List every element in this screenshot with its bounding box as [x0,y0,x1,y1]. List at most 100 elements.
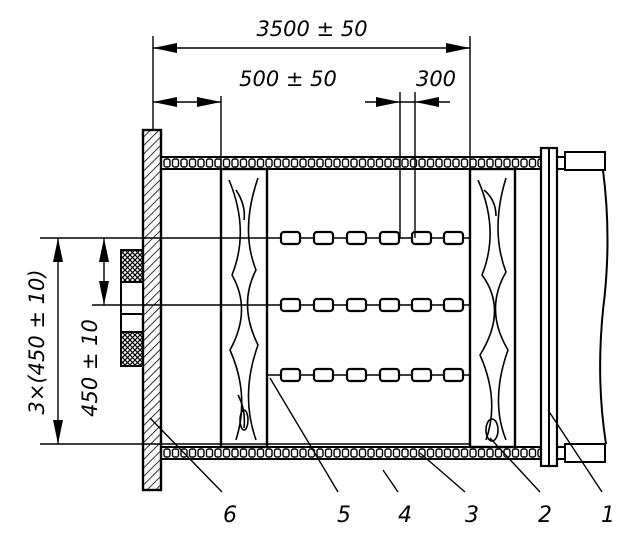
wooden-spacer-right [468,167,517,449]
wall-bead [248,158,256,168]
wall-bead [418,448,426,458]
spacer-distance-label: 500 ± 50 [239,67,337,91]
wall-bead [486,158,494,168]
wall-bead [180,158,188,168]
wall-bead [282,448,290,458]
chain-link [378,297,401,313]
wall-bead [299,448,307,458]
chain-link [312,297,335,313]
chain-link [345,230,368,246]
chain-link [345,297,368,313]
wall-bead [392,448,401,458]
link-pitch-label: 300 [416,67,456,91]
wall-bead [163,448,171,458]
wall-bead [324,448,333,458]
callout-1: 1 [601,503,615,528]
wall-bead [528,158,537,168]
vertical-total-label: 3×(450 ± 10) [25,269,49,414]
wall-bead [265,158,273,168]
wall-bead [477,448,486,458]
leader-lines [149,377,603,493]
dimension-overall-length: 3500 ± 50 [152,17,471,169]
wall-bead [273,158,282,168]
wall-bead [256,448,265,458]
wall-bead [350,158,358,168]
terminal-block [120,249,144,367]
chain-link [442,230,465,246]
wall-bead [435,158,443,168]
chain-link [442,297,465,313]
wall-bead [214,158,222,168]
wall-bead [316,158,324,168]
wall-bead [520,448,528,458]
wall-bead [426,158,435,168]
chain-link [279,367,302,383]
wall-bead [392,158,401,168]
wall-bead [520,158,528,168]
chain-link [312,230,335,246]
wall-bead [443,158,452,168]
pipe-top-wall [160,156,603,170]
chain-link [279,297,302,313]
wall-bead [205,158,214,168]
wall-bead [367,448,375,458]
wall-bead [418,158,426,168]
overall-length-label: 3500 ± 50 [256,17,367,41]
insulator-chain-bottom [279,367,465,383]
chain-link [378,367,401,383]
pipe-bottom-wall [160,446,603,460]
wall-bead [511,158,520,168]
chain-link [410,367,433,383]
wall-bead [358,158,367,168]
wall-bead [231,448,239,458]
chain-link [410,230,433,246]
wall-bead [171,448,180,458]
callouts: 6 5 4 3 2 1 [223,503,615,528]
dimension-spacer-distance: 500 ± 50 [153,67,337,169]
callout-5: 5 [337,503,351,528]
callout-4: 4 [398,503,412,528]
wall-bead [239,158,248,168]
wall-bead [163,158,171,168]
wall-bead [307,158,316,168]
wall-bead [503,158,511,168]
wall-bead [469,158,477,168]
wall-bead [282,158,290,168]
wall-bead [333,448,341,458]
wall-bead [290,448,299,458]
chain-link [279,230,302,246]
wall-bead [384,448,392,458]
wall-bead [239,448,248,458]
wall-bead [214,448,222,458]
vertical-step-label: 450 ± 10 [78,319,102,417]
wall-bead [205,448,214,458]
dimension-vertical-step: 450 ± 10 [78,238,109,417]
wall-bead [452,158,460,168]
wall-bead [528,448,537,458]
wall-bead [435,448,443,458]
chain-link [442,367,465,383]
chain-link [410,297,433,313]
wall-bead [375,448,384,458]
wall-bead [494,158,503,168]
end-plate [141,128,163,492]
wall-bead [333,158,341,168]
wall-bead [222,158,231,168]
wall-bead [511,448,520,458]
wall-bead [426,448,435,458]
wall-bead [350,448,358,458]
callout-2: 2 [538,503,552,528]
wall-bead [341,158,350,168]
chain-link [312,367,335,383]
wall-bead [256,158,265,168]
wall-bead [443,448,452,458]
insulator-chain-middle [279,297,465,313]
insulator-chain-top [279,230,465,246]
chain-link [378,230,401,246]
wall-bead [273,448,282,458]
wall-bead [341,448,350,458]
wall-bead [469,448,477,458]
wall-bead [188,158,197,168]
wall-bead [384,158,392,168]
wooden-spacer-left [219,167,269,449]
